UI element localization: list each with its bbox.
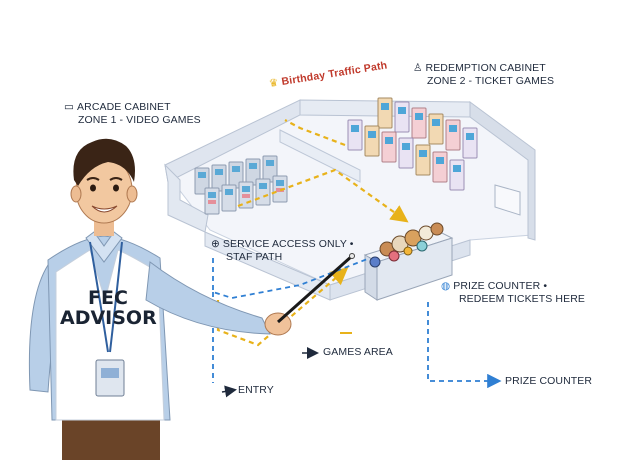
birthday-traffic-path-2	[216, 267, 349, 347]
shirt-text-line2: ADVISOR	[60, 307, 157, 329]
globe-icon: ◍	[441, 280, 451, 292]
service-label-line1: Service Access Only •	[222, 238, 354, 250]
birthday-traffic-path	[237, 168, 409, 223]
crown-icon: ♛	[268, 76, 280, 90]
prize-counter-label: ◍Prize Counter • Redeem Tickets Here	[441, 280, 585, 306]
arcade-cabinet-label: ▭Arcade Cabinet Zone 1 - Video Games	[64, 101, 201, 127]
arcade-cabinet-cluster	[194, 155, 288, 215]
arcade-label-line1: Arcade Cabinet	[77, 101, 171, 113]
entry-arrow	[221, 385, 237, 398]
service-access-label: ⊕Service Access Only • Staf Path	[211, 238, 354, 264]
plush-toys	[369, 222, 444, 268]
prize-counter-line1: Prize Counter •	[453, 280, 548, 292]
games-area-text: Games Area	[323, 346, 393, 358]
prize-counter-line2: Redeem Tickets Here	[459, 293, 585, 305]
redemption-cabinet-cluster	[347, 97, 478, 191]
redemption-label-line1: Redemption Cabinet	[425, 62, 546, 74]
service-label-line2: Staf Path	[226, 251, 283, 263]
shirt-text-line1: FEC	[88, 287, 128, 309]
birthday-traffic-path-3	[284, 119, 346, 147]
advisor-shirt-text: FEC ADVISOR	[60, 287, 157, 329]
prize-counter-path-label: Prize Counter	[505, 375, 592, 388]
entry-text: Entry	[238, 384, 274, 396]
games-area-label: Games Area	[323, 346, 393, 359]
entry-label: Entry	[238, 384, 274, 397]
trophy-icon: ♙	[413, 62, 423, 74]
prize-counter-path-text: Prize Counter	[505, 375, 593, 387]
redemption-label-line2: Zone 2 - Ticket Games	[427, 75, 555, 87]
arcade-cabinet-icon: ▭	[64, 101, 75, 113]
prize-counter-path	[427, 302, 502, 389]
service-access-path	[212, 257, 371, 299]
lock-icon: ⊕	[211, 238, 220, 250]
arcade-label-line2: Zone 1 - Video Games	[78, 114, 201, 126]
prize-counter	[363, 222, 454, 301]
redemption-cabinet-label: ♙Redemption Cabinet Zone 2 - Ticket Game…	[413, 62, 554, 88]
advisor-character	[28, 138, 355, 460]
